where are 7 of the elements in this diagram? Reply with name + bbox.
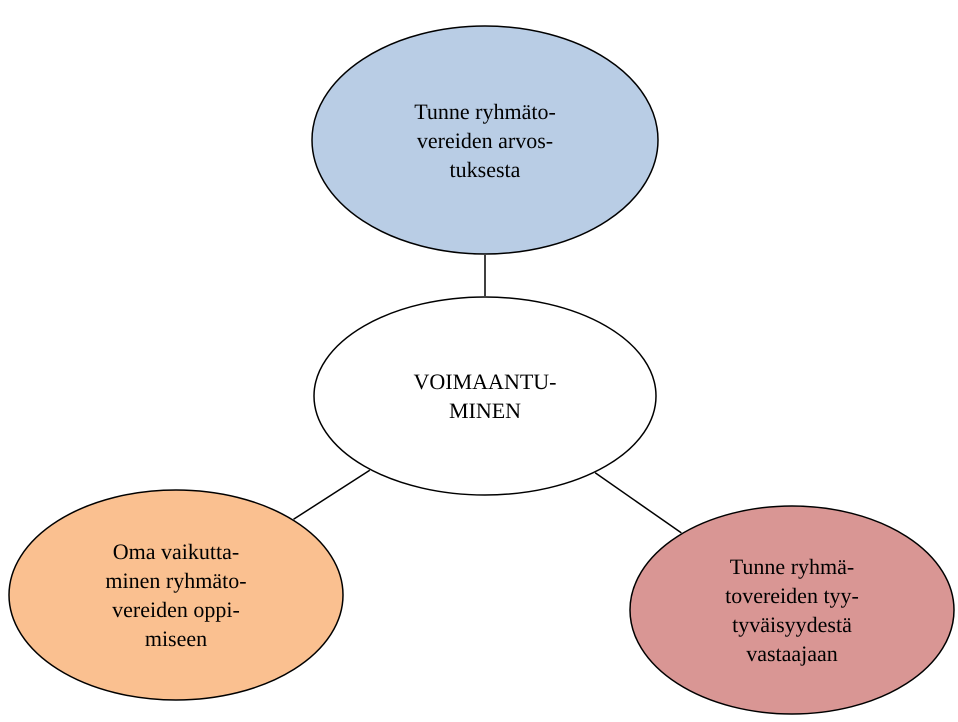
connector-line [594, 472, 682, 534]
node-label: VOIMAANTU- MINEN [412, 368, 558, 425]
node-label: Tunne ryhmäto- vereiden arvos- tuksesta [413, 98, 557, 184]
node-label: Oma vaikutta- minen ryhmäto- vereiden oppi- miseen [104, 538, 248, 653]
connector-line [293, 470, 370, 520]
connector-line [484, 255, 486, 296]
node-label: Tunne ryhmä- tovereiden tyy- tyväisyydestä vastaajaan [724, 553, 860, 668]
